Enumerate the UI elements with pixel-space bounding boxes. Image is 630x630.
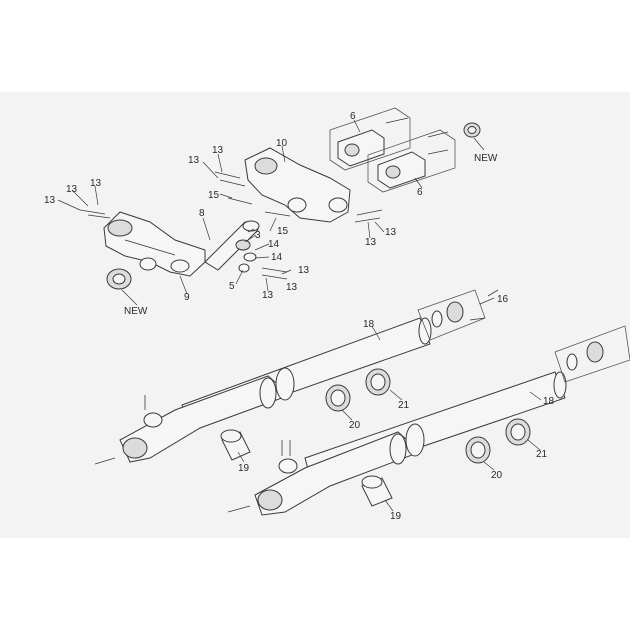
bushing-21-left — [365, 368, 391, 396]
bushing-20-right — [465, 436, 491, 464]
callout-13: 13 — [286, 282, 298, 293]
clamp-bolts — [79, 117, 499, 321]
bushing-19-right — [361, 475, 393, 507]
callout-20: 20 — [349, 420, 361, 431]
upper-triple-clamp — [244, 147, 351, 223]
callout-13: 13 — [212, 145, 224, 156]
callout-13: 13 — [90, 178, 102, 189]
callout-18: 18 — [543, 396, 555, 407]
bushing-20-left — [325, 384, 351, 412]
callout-15: 15 — [277, 226, 289, 237]
callout-19: 19 — [238, 463, 250, 474]
callout-13: 13 — [66, 184, 78, 195]
callout-13: 13 — [365, 237, 377, 248]
callout-new: NEW — [474, 153, 498, 164]
callout-10: 10 — [276, 138, 288, 149]
fork-cap-left — [417, 289, 486, 341]
callout-new: NEW — [124, 306, 148, 317]
fork-leg-right — [227, 371, 567, 516]
callout-labels: 13 13 13 13 13 13 13 13 13 13 8 9 3 5 14… — [44, 111, 555, 522]
callout-8: 8 — [199, 208, 205, 219]
handlebar-clamp-upper — [329, 107, 411, 171]
leader-lines — [57, 119, 542, 512]
callout-21: 21 — [536, 449, 548, 460]
callout-9: 9 — [184, 292, 190, 303]
callout-13: 13 — [298, 265, 310, 276]
callout-3: 3 — [255, 230, 261, 241]
callout-6: 6 — [417, 187, 423, 198]
callout-13: 13 — [262, 290, 274, 301]
callout-18: 18 — [363, 319, 375, 330]
callout-13: 13 — [188, 155, 200, 166]
bushing-21-right — [505, 418, 531, 446]
bushing-19-left — [220, 429, 251, 461]
callout-5: 5 — [229, 281, 235, 292]
callout-19: 19 — [390, 511, 402, 522]
callout-21: 21 — [398, 400, 410, 411]
callout-13: 13 — [385, 227, 397, 238]
stem-seal-new — [106, 268, 132, 290]
callout-20: 20 — [491, 470, 503, 481]
callout-6: 6 — [350, 111, 356, 122]
callout-14: 14 — [268, 239, 280, 250]
stem-bearing-parts — [235, 239, 257, 273]
callout-16: 16 — [497, 294, 509, 305]
callout-13: 13 — [44, 195, 56, 206]
fork-cap-right — [554, 325, 630, 383]
fork-leg-left — [94, 317, 432, 465]
callout-14: 14 — [271, 252, 283, 263]
handlebar-clamp-lower — [367, 129, 456, 193]
lower-triple-clamp — [103, 211, 206, 277]
stem-nut-new — [463, 122, 481, 138]
callout-15: 15 — [208, 190, 220, 201]
steering-stem — [204, 220, 260, 271]
